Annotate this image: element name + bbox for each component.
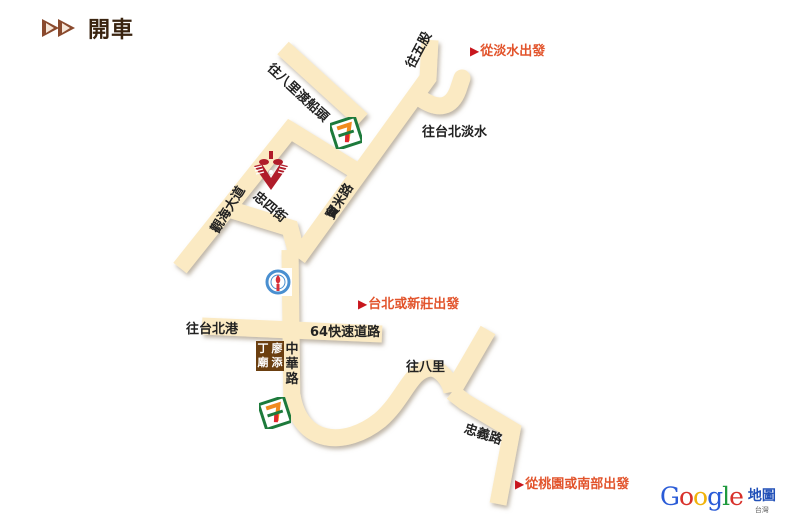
origin-marker-icon: ▶	[515, 477, 525, 491]
heart-logo-icon	[253, 151, 289, 190]
origin-from-tamsui: ▶從淡水出發	[470, 44, 546, 59]
page-header: 開車	[40, 12, 134, 44]
temple-landmark-badge: 丁 廖 廟 添	[256, 341, 284, 371]
google-maps-region-label: 台灣	[754, 506, 769, 514]
road-label-to-bali: 往八里	[406, 360, 446, 375]
origin-marker-icon: ▶	[470, 44, 480, 58]
road-label-to-taipei-tamsui: 往台北淡水	[422, 125, 488, 140]
road-label-expressway-64: 64快速道路	[310, 325, 381, 340]
road-label-zhonghua-road: 中 華 路	[285, 342, 299, 387]
page-title: 開車	[88, 18, 135, 43]
google-logo: Google	[660, 482, 744, 511]
double-triangle-arrow-icon	[42, 19, 75, 37]
google-maps-product-label: 地圖	[747, 488, 776, 504]
seven-eleven-icon	[330, 117, 362, 149]
school-emblem-icon	[264, 268, 292, 296]
origin-from-taipei-xinzhuang: ▶台北或新莊出發	[358, 297, 460, 312]
origin-marker-icon: ▶	[358, 297, 368, 311]
origin-from-taoyuan-south: ▶從桃園或南部出發	[515, 477, 630, 492]
google-maps-attribution[interactable]: Google 地圖 台灣	[660, 482, 776, 515]
seven-eleven-icon	[259, 397, 291, 429]
road-label-to-taipei-port: 往台北港	[186, 322, 239, 337]
